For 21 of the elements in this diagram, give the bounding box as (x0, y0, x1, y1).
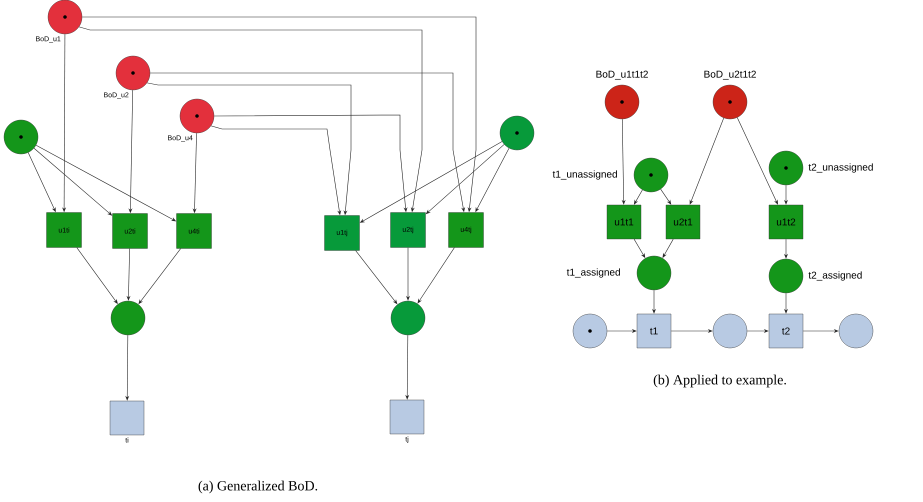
place-circle (4, 120, 38, 154)
transition-box: t1 (636, 314, 672, 348)
place-label: t2_unassigned (808, 163, 873, 173)
place-circle (572, 314, 608, 348)
place-circle (712, 314, 748, 348)
transition-box: u1t1 (606, 204, 642, 240)
caption: (a) Generalized BoD. (198, 480, 318, 494)
place-circle (110, 300, 146, 336)
place-label: t1_unassigned (552, 170, 617, 180)
arrow (355, 250, 398, 304)
caption: (b) Applied to example. (654, 374, 786, 388)
transition-box: t2 (768, 314, 804, 348)
transition-box: u2t1 (666, 204, 700, 240)
place-label: t1_assigned (566, 268, 620, 278)
place-label: BoD_u2t1t2 (704, 70, 756, 80)
transition-box: u1t2 (768, 204, 804, 240)
place-circle (390, 300, 426, 336)
place-label: BoD_u1t1t2 (596, 70, 648, 80)
place-circle (500, 116, 534, 150)
place-circle (838, 314, 874, 348)
place-label: t2_assigned (808, 271, 862, 281)
